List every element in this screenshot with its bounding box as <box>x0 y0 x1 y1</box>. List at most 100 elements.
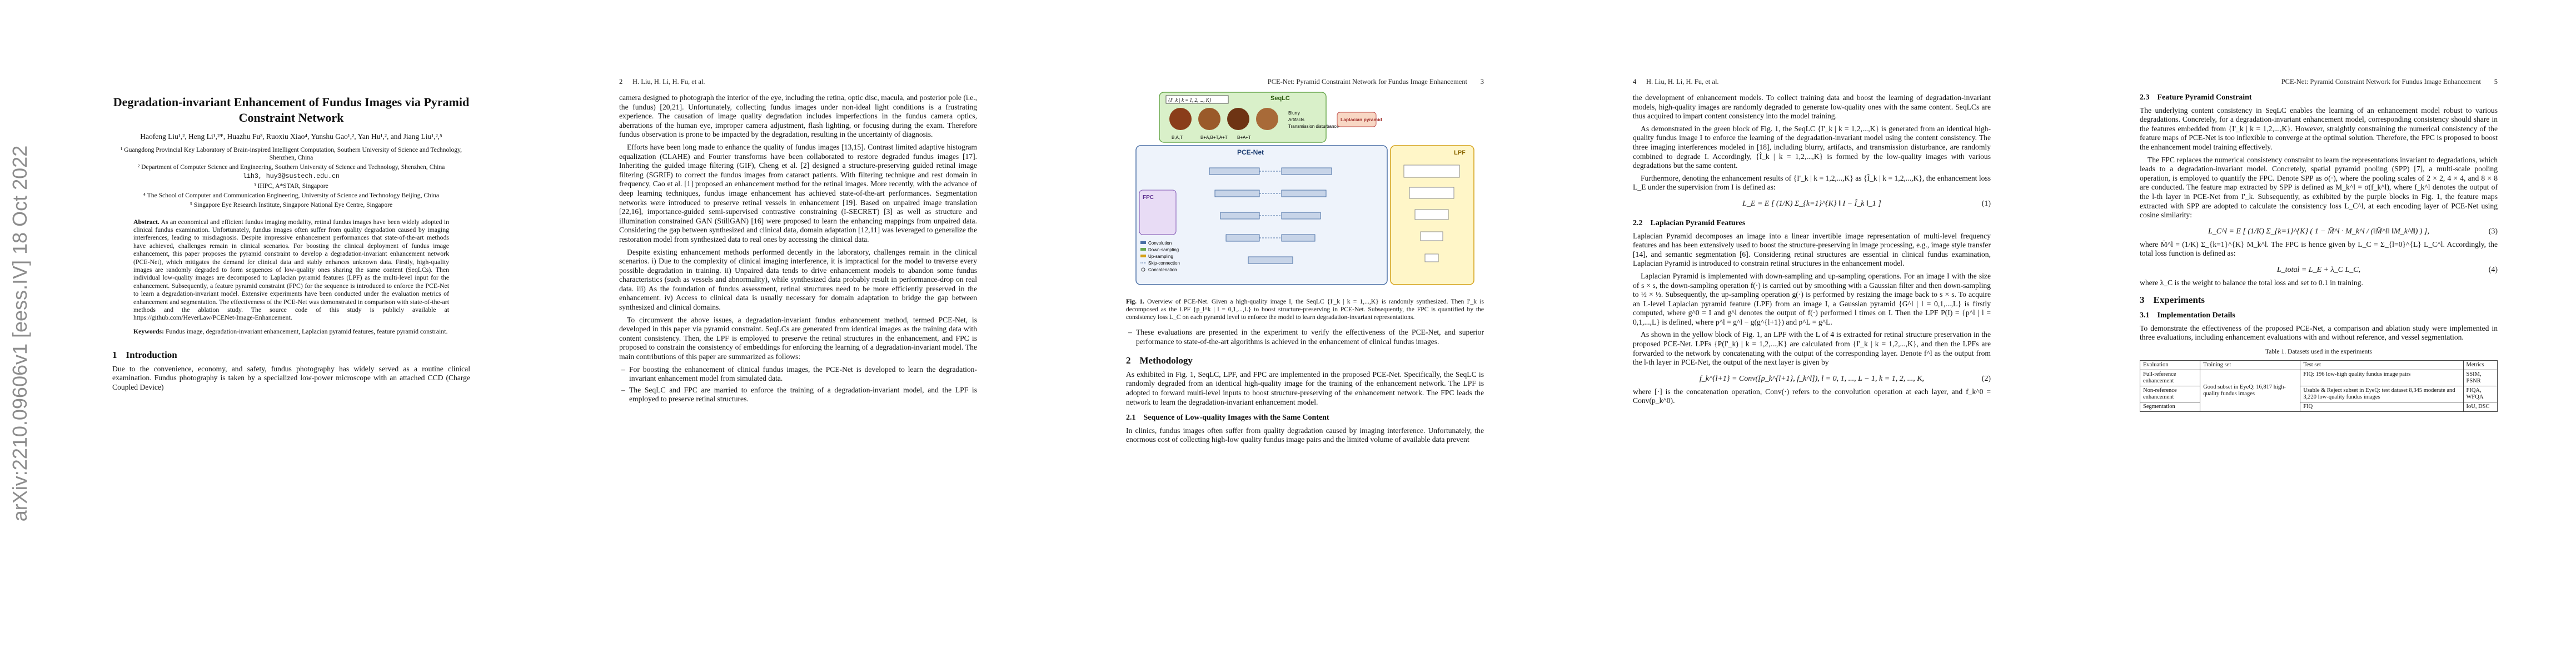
affiliation: ⁴ The School of Computer and Communicati… <box>143 191 440 199</box>
subsection-title: Implementation Details <box>2157 311 2235 320</box>
table-header-row: Evaluation Training set Test set Metrics <box>2139 360 2498 370</box>
pcenet-label: PCE-Net <box>1237 148 1264 156</box>
keywords-text: Fundus image, degradation-invariant enha… <box>166 327 448 335</box>
abstract-label: Abstract. <box>133 217 160 226</box>
affiliation: ³ IHPC, A*STAR, Singapore <box>254 182 328 190</box>
table-header-cell: Test set <box>2300 360 2464 370</box>
fundus-image <box>1169 108 1192 130</box>
equation-3: L_C^l = E [ (1/K) Σ_{k=1}^{K} ( 1 − M̄^l… <box>2140 223 2498 240</box>
intro-paragraph: Due to the convenience, economy, and saf… <box>112 364 470 392</box>
equation-number: (3) <box>2488 227 2498 236</box>
paragraph: where M̄^l = (1/K) Σ_{k=1}^{K} M_k^l. Th… <box>2140 240 2498 258</box>
lpf-label: LPF <box>1454 150 1466 156</box>
table-cell: IoU, DSC <box>2463 401 2498 412</box>
paragraph: The underlying content consistency in Se… <box>2140 106 2498 151</box>
caption-label: Fig. 1. <box>1126 298 1144 305</box>
page-number: 4 <box>1633 78 1637 86</box>
decoder-layer <box>1281 190 1327 197</box>
equation-number: (2) <box>1981 374 1991 383</box>
arxiv-stamp: arXiv:2210.09606v1 [eess.IV] 18 Oct 2022 <box>3 111 37 556</box>
legend-item: Concatenation <box>1148 267 1177 272</box>
decoder-layer <box>1281 212 1321 220</box>
page-number: 3 <box>1480 78 1484 86</box>
paragraph: In clinics, fundus images often suffer f… <box>1126 426 1484 444</box>
paragraph: the development of enhancement models. T… <box>1633 93 1991 121</box>
paragraph: Laplacian Pyramid is implemented with do… <box>1633 271 1991 326</box>
figure-1-diagram: SeqLC {I'_k | k = 1, 2, ..., K} B,A,T B+… <box>1135 92 1474 285</box>
seqlc-formula-box <box>1165 95 1229 104</box>
paragraph: As shown in the yellow block of Fig. 1, … <box>1633 330 1991 367</box>
subsection-number: 2.1 <box>1126 414 1136 422</box>
equation-body: L_total = L_E + λ_C L_C, <box>2276 265 2361 274</box>
laplacian-tag <box>1337 112 1377 127</box>
section-title: Experiments <box>2153 294 2205 305</box>
affiliation: ¹ Guangdong Provincial Key Laboratory of… <box>120 146 462 161</box>
fundus-image <box>1256 108 1278 130</box>
paragraph: Efforts have been long made to enhance t… <box>619 142 977 243</box>
table-row: Full-reference enhancement Good subset i… <box>2139 369 2498 412</box>
figure-1-caption: Fig. 1. Overview of PCE-Net. Given a hig… <box>1126 298 1484 321</box>
equation-number: (4) <box>2488 265 2498 274</box>
paragraph: where λ_C is the weight to balance the t… <box>2140 278 2363 287</box>
equation-body: L_E = E [ (1/K) Σ_{k=1}^{K} ‖ I − Î_k ‖_… <box>1742 199 1881 208</box>
section-number: 1 <box>112 350 117 361</box>
legend-item: Skip-connection <box>1148 261 1180 266</box>
table-cell: FIQ: 196 low-high quality fundus image p… <box>2300 369 2464 386</box>
subsection-number: 3.1 <box>2140 311 2150 320</box>
subsection-heading: 3.1 Implementation Details <box>2140 311 2498 321</box>
table-cell: FIQ <box>2300 401 2464 412</box>
encoder-layer <box>1220 212 1260 220</box>
pyramid-level <box>1403 165 1460 178</box>
equation-body: f_k^{l+1} = Conv([p_k^{l+1}, f_k^l]), l … <box>1699 374 1925 383</box>
paragraph: To demonstrate the effectiveness of the … <box>2140 323 2498 342</box>
keywords-label: Keywords: <box>133 327 165 335</box>
table-cell: FIQA, WFQA <box>2463 385 2498 402</box>
table-header-cell: Training set <box>2200 360 2301 370</box>
running-head-text: PCE-Net: Pyramid Constraint Network for … <box>1267 78 1467 86</box>
bottleneck-layer <box>1248 256 1293 264</box>
equation-4: L_total = L_E + λ_C L_C, (4) <box>2140 262 2498 278</box>
encoder-layer <box>1214 190 1260 197</box>
running-head-text: H. Liu, H. Li, H. Fu, et al. <box>1646 78 1719 86</box>
pyramid-level <box>1420 231 1443 241</box>
contribution-item: These evaluations are presented in the e… <box>1126 328 1484 346</box>
running-head: PCE-Net: Pyramid Constraint Network for … <box>2140 78 2498 88</box>
contribution-item: The SeqLC and FPC are married to enforce… <box>619 386 977 404</box>
legend-item: Down-sampling <box>1148 247 1179 252</box>
table-header-cell: Evaluation <box>2139 360 2201 370</box>
page-3: PCE-Net: Pyramid Constraint Network for … <box>1054 0 1556 667</box>
arxiv-id: arXiv:2210.09606v1 [eess.IV] 18 Oct 2022 <box>8 145 31 522</box>
paragraph: The FPC replaces the numerical consisten… <box>2140 155 2498 220</box>
table-cell: Good subset in EyeQ: 16,817 high-quality… <box>2200 369 2301 412</box>
fpc-label: FPC <box>1143 195 1154 201</box>
paragraph: where [·] is the concatenation operation… <box>1633 387 1991 405</box>
affiliation: ² Department of Computer Science and Eng… <box>137 163 445 171</box>
paragraph: Despite existing enhancement methods per… <box>619 247 977 312</box>
equation-body: L_C^l = E [ (1/K) Σ_{k=1}^{K} ( 1 − M̄^l… <box>2208 227 2429 236</box>
affiliation-email: lih3, huy3@sustech.edu.cn <box>243 172 340 180</box>
equation-2: f_k^{l+1} = Conv([p_k^{l+1}, f_k^l]), l … <box>1633 371 1991 387</box>
fundus-image <box>1198 108 1220 130</box>
contribution-item: For boosting the enhancement of clinical… <box>619 365 977 384</box>
decoder-layer <box>1281 167 1332 175</box>
table-cell: Usable & Reject subset in EyeQ: test dat… <box>2300 385 2464 402</box>
paragraph: Furthermore, denoting the enhancement re… <box>1633 173 1991 192</box>
page-number: 2 <box>619 78 623 86</box>
degradation-label: Transmission disturbance <box>1288 124 1339 129</box>
page-2-content: camera designed to photograph the interi… <box>619 93 977 406</box>
pyramid-level <box>1424 253 1439 262</box>
page-5: PCE-Net: Pyramid Constraint Network for … <box>2067 0 2570 667</box>
table-cell: Non-reference enhancement <box>2139 385 2201 402</box>
running-head-text: H. Liu, H. Li, H. Fu, et al. <box>632 78 705 86</box>
subsection-title: Sequence of Low-quality Images with the … <box>1143 414 1329 422</box>
laplacian-label: Laplacian pyramid <box>1341 117 1382 122</box>
section-title: Methodology <box>1139 355 1193 366</box>
paragraph: To circumvent the above issues, a degrad… <box>619 315 977 361</box>
running-head: 2 H. Liu, H. Li, H. Fu, et al. <box>619 78 977 88</box>
decoder-layer <box>1281 234 1316 242</box>
encoder-layer <box>1225 234 1260 242</box>
subsection-number: 2.2 <box>1633 218 1643 227</box>
